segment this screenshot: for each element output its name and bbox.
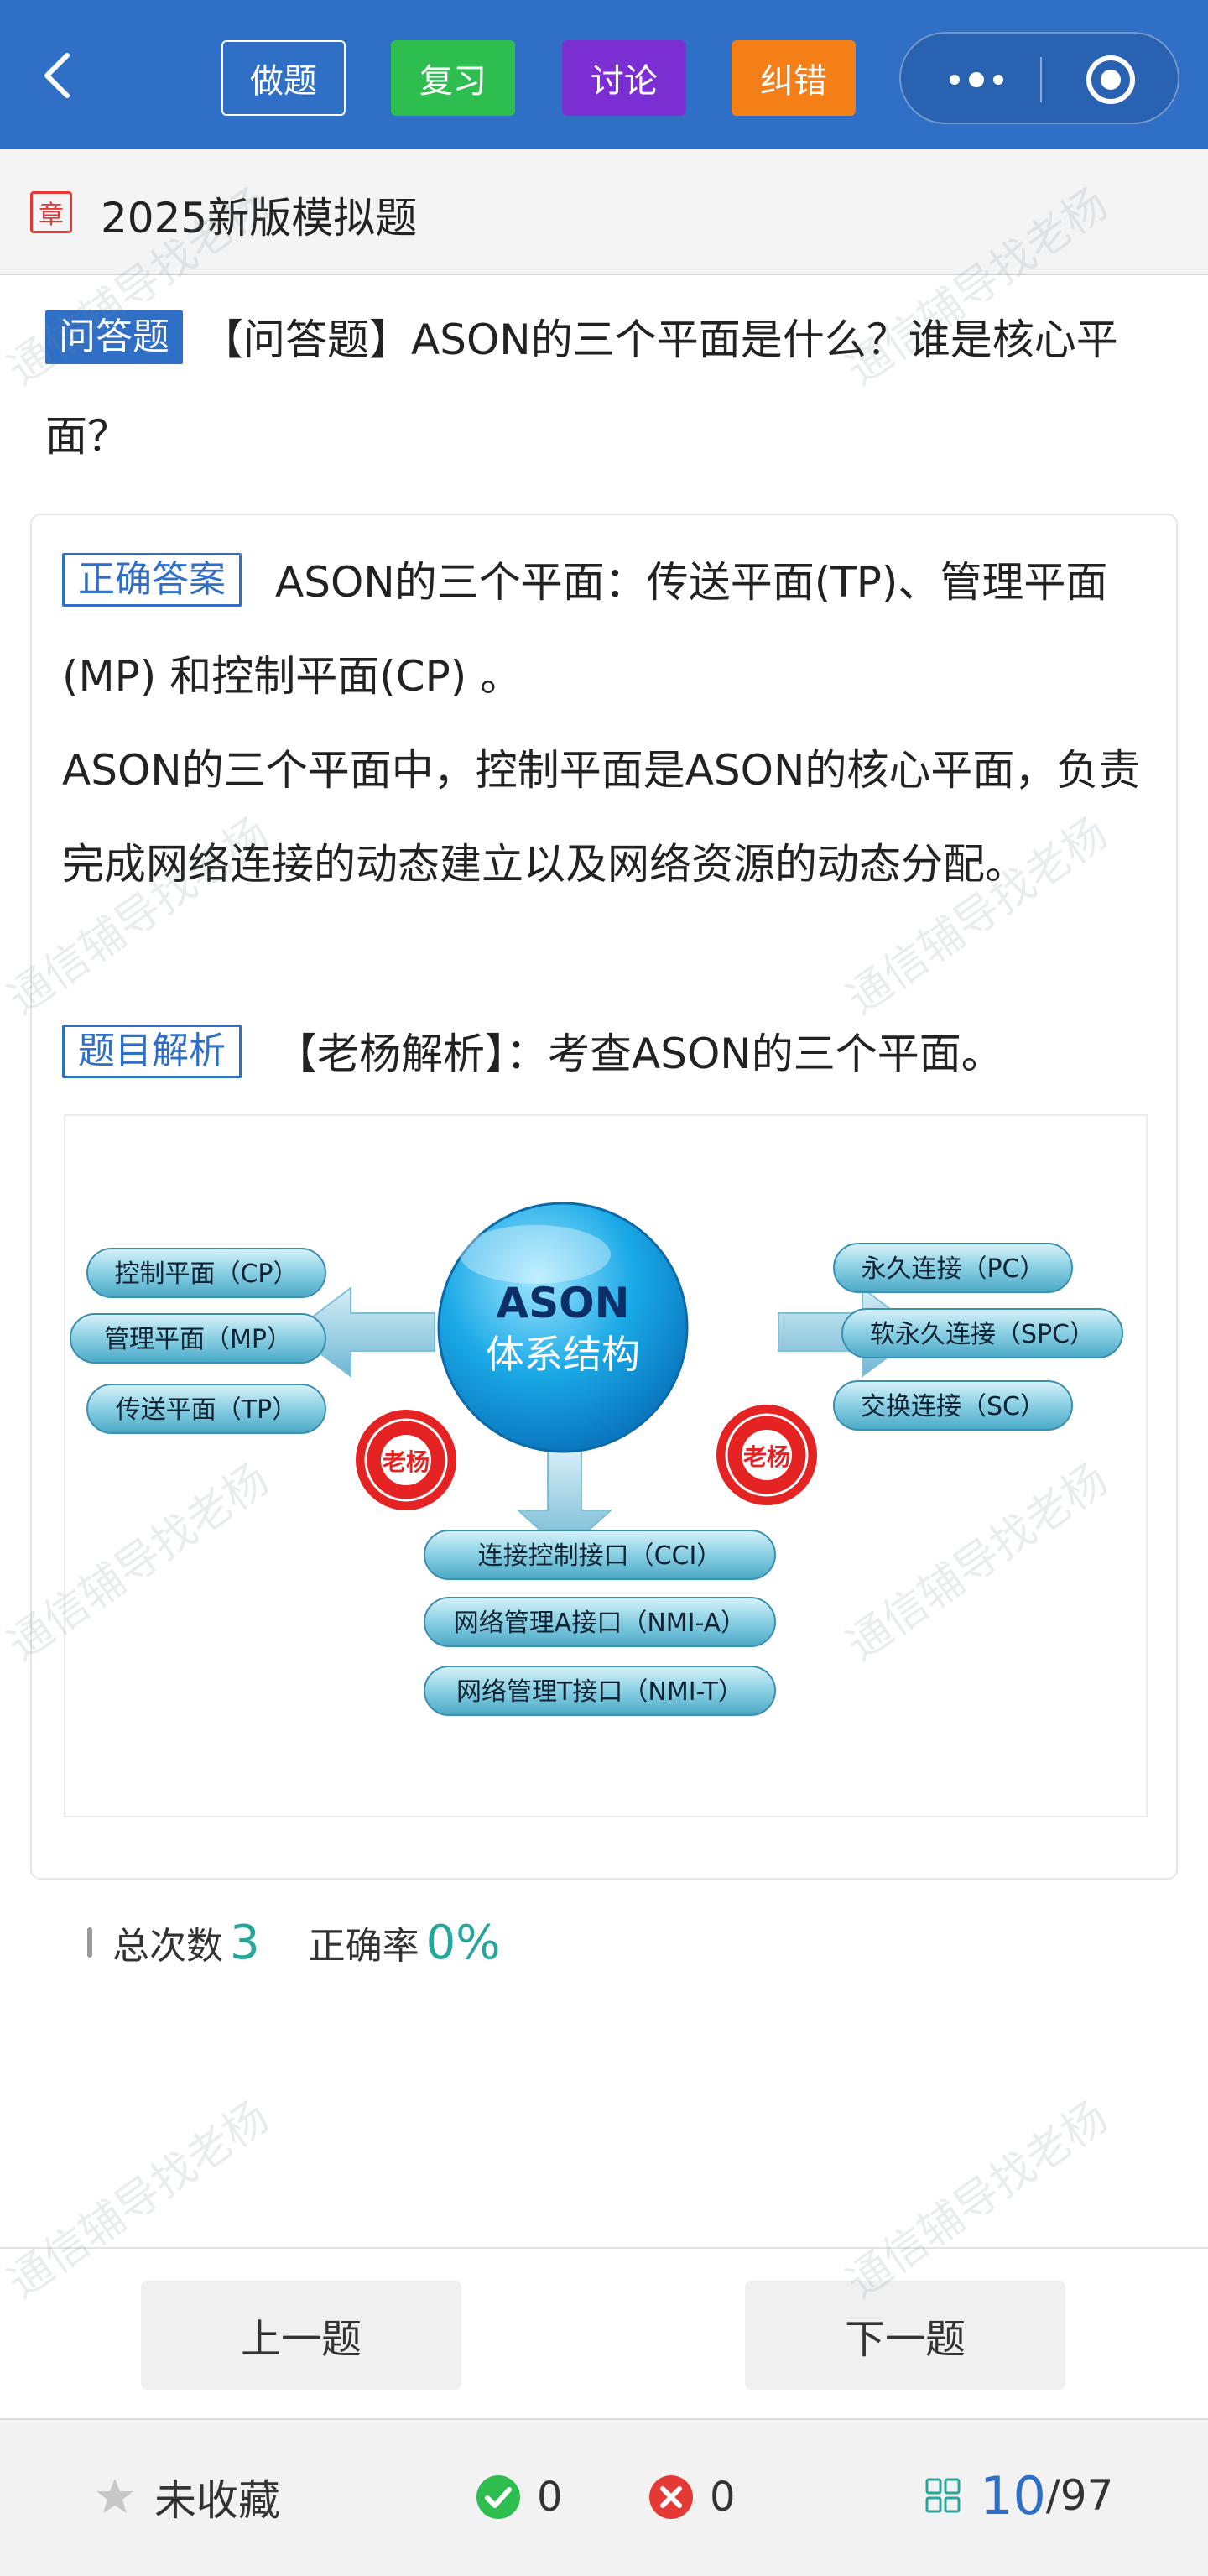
cross-circle-icon [649, 2475, 693, 2519]
analysis-tag: 题目解析 [62, 1025, 242, 1078]
next-question-button[interactable]: 下一题 [745, 2281, 1065, 2390]
question-block: 问答题【问答题】ASON的三个平面是什么？谁是核心平面？ [45, 292, 1161, 485]
favorite-label: 未收藏 [154, 2476, 280, 2525]
total-question-number: /97 [1045, 2471, 1114, 2520]
left-item-tp: 传送平面（TP） [116, 1395, 297, 1425]
mini-program-capsule [899, 32, 1179, 124]
ason-diagram: ASON 体系结构 控制平面（CP） 管理平面（MP） 传送平面（TP） 永久连… [64, 1114, 1148, 1817]
question-text: 【问答题】ASON的三个平面是什么？谁是核心平面？ [45, 315, 1118, 461]
bottom-item-nmi-a: 网络管理A接口（NMI-A） [454, 1609, 746, 1638]
prev-question-button[interactable]: 上一题 [141, 2281, 461, 2390]
total-count-value: 3 [230, 1915, 260, 1970]
stats-marker [87, 1927, 92, 1958]
svg-text:老杨: 老杨 [743, 1443, 790, 1471]
favorite-button[interactable]: 未收藏 [94, 2464, 280, 2531]
bottom-item-cci: 连接控制接口（CCI） [478, 1541, 722, 1571]
chevron-left-icon [44, 53, 70, 98]
answer-tag: 正确答案 [62, 553, 242, 607]
grid-icon [925, 2478, 961, 2513]
svg-text:老杨: 老杨 [383, 1448, 430, 1476]
report-error-button[interactable]: 纠错 [732, 40, 856, 116]
accuracy-label: 正确率 [308, 1925, 419, 1968]
left-item-mp: 管理平面（MP） [104, 1325, 292, 1354]
correct-count: 0 [475, 2464, 563, 2531]
answer-line-2: ASON的三个平面中，控制平面是ASON的核心平面，负责完成网络连接的动态建立以… [62, 746, 1141, 889]
wrong-count: 0 [648, 2464, 736, 2531]
top-toolbar: 做题 复习 讨论 纠错 [0, 0, 1208, 149]
current-question-number: 10 [980, 2464, 1046, 2526]
ason-sphere [437, 1202, 689, 1453]
review-button[interactable]: 复习 [391, 40, 515, 116]
accuracy-value: 0% [425, 1915, 501, 1970]
analysis-text: 【老杨解析】：考查ASON的三个平面。 [275, 1030, 1003, 1078]
ason-center-title: ASON [496, 1279, 629, 1327]
check-circle-icon [476, 2475, 520, 2519]
capsule-divider [1040, 57, 1042, 102]
star-icon [96, 2479, 133, 2513]
answer-line-1: ASON的三个平面：传送平面(TP)、管理平面(MP) 和控制平面(CP) 。 [62, 558, 1108, 701]
left-item-cp: 控制平面（CP） [114, 1259, 298, 1289]
chapter-badge: 章 [30, 191, 72, 233]
ason-center-subtitle: 体系结构 [486, 1332, 640, 1377]
practice-button[interactable]: 做题 [221, 40, 346, 116]
right-item-pc: 永久连接（PC） [861, 1254, 1044, 1284]
chapter-title: 2025新版模拟题 [101, 194, 418, 242]
total-count-label: 总次数 [112, 1925, 223, 1968]
right-item-sc: 交换连接（SC） [861, 1392, 1045, 1421]
chapter-bar: 章 2025新版模拟题 [0, 149, 1208, 275]
bottom-item-nmi-t: 网络管理T接口（NMI-T） [456, 1677, 743, 1707]
seal-stamp-left: 老杨 [356, 1410, 456, 1510]
correct-count-value: 0 [537, 2474, 563, 2521]
wrong-count-value: 0 [710, 2474, 736, 2521]
bottom-bar: 未收藏 0 0 10 /97 [0, 2418, 1208, 2576]
seal-stamp-right: 老杨 [716, 1405, 817, 1505]
more-dots-icon [950, 72, 1003, 87]
target-icon [1086, 55, 1135, 104]
question-type-tag: 问答题 [45, 310, 183, 364]
ason-diagram-svg: ASON 体系结构 控制平面（CP） 管理平面（MP） 传送平面（TP） 永久连… [70, 1202, 1123, 1716]
more-button[interactable] [935, 50, 1018, 109]
close-mini-program-button[interactable] [1069, 50, 1153, 109]
stats-row: 总次数 3 正确率 0% [87, 1905, 549, 1980]
question-navigation: 上一题 下一题 [0, 2247, 1208, 2423]
analysis-block: 题目解析【老杨解析】：考查ASON的三个平面。 [62, 1007, 1161, 1101]
back-button[interactable] [30, 42, 84, 109]
right-item-spc: 软永久连接（SPC） [870, 1320, 1095, 1349]
discuss-button[interactable]: 讨论 [562, 40, 686, 116]
question-index-button[interactable]: 10 /97 [924, 2453, 1113, 2537]
